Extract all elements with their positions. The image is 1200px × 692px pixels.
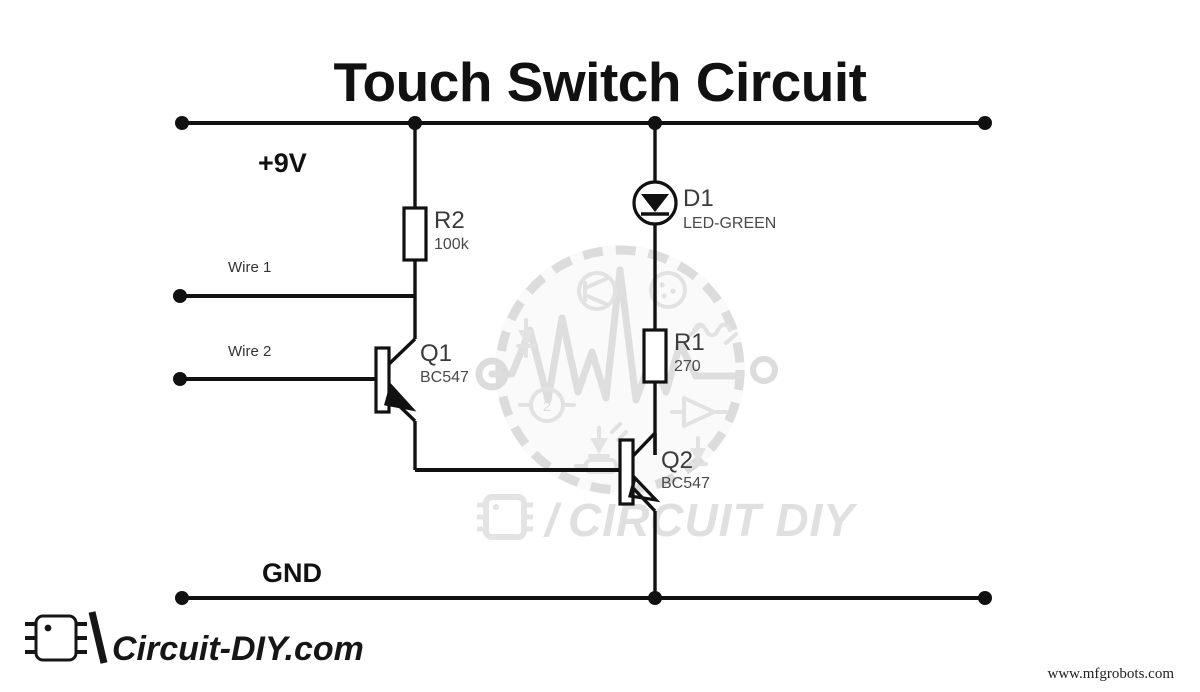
led-d1-triangle [641,194,669,212]
q1-base-bar [374,346,391,414]
input-wire-1: Wire 1 [173,259,415,303]
logo-chip-body [34,614,78,662]
watermark-wordmark: / CIRCUIT DIY [477,494,858,546]
supply-rail-terminal-right [978,116,992,130]
transistor-q1-value: BC547 [420,369,469,386]
q1-emitter-arrow [383,382,417,412]
ground-rail-terminal-left [175,591,189,605]
q1-collector-lead [387,337,417,366]
svg-text:2: 2 [543,398,551,415]
supply-rail: +9V [175,116,992,178]
led-d1-designator: D1 [683,185,714,212]
input-wire-2: Wire 2 [173,343,378,386]
resistor-r2-value: 100k [434,236,470,253]
resistor-r1-value: 270 [674,358,701,375]
transistor-q1: Q1 BC547 [374,296,469,470]
resistor-r2-branch: R2 100k [402,123,470,296]
wire-1-terminal [173,289,187,303]
transistor-q1-designator: Q1 [420,340,452,367]
logo-slash [88,611,108,664]
led-d1-value: LED-GREEN [683,215,776,232]
watermark-terminal-right [750,356,778,384]
ground-rail: GND [175,558,992,605]
watermark-separator: / [543,494,562,546]
resistor-r2-body [402,206,428,262]
q2-emitter-arrow [627,474,661,503]
ground-rail-label: GND [262,558,322,588]
watermark-chip-body [483,494,527,540]
ground-node-q2 [648,591,662,605]
ground-rail-terminal-right [978,591,992,605]
watermark-badge: 2 [475,245,778,495]
watermark-dashed-ring [495,245,745,495]
watermark-circle-fill [495,245,745,495]
supply-rail-label: +9V [258,148,307,178]
page-title: Touch Switch Circuit [334,51,867,113]
transistor-q2-value: BC547 [661,475,710,492]
wire-1-label: Wire 1 [228,259,271,276]
wire-2-label: Wire 2 [228,343,271,360]
q2-collector-lead [631,431,657,458]
q2-base-bar [618,438,635,506]
supply-rail-terminal-left [175,116,189,130]
resistor-r1-body [642,328,668,384]
watermark-terminal-left [475,357,509,391]
watermark-text: CIRCUIT DIY [568,494,858,546]
wire-2-terminal [173,372,187,386]
watermark-chip-dot [493,504,499,510]
watermark-waveform [488,266,744,404]
brand-logo: Circuit-DIY.com [25,611,364,668]
led-d1-branch: D1 LED-GREEN [632,123,776,330]
logo-chip-pins [25,622,87,654]
logo-chip-dot [44,624,52,632]
watermark-chip-pins [477,502,533,532]
resistor-r1-branch: R1 270 [642,328,705,455]
resistor-r2-designator: R2 [434,207,465,234]
logo-text: Circuit-DIY.com [112,630,364,668]
resistor-r1-designator: R1 [674,329,705,356]
transistor-q2-designator: Q2 [661,447,693,474]
footer-url: www.mfgrobots.com [1047,666,1174,682]
transistor-q2: Q2 BC547 [618,431,710,598]
